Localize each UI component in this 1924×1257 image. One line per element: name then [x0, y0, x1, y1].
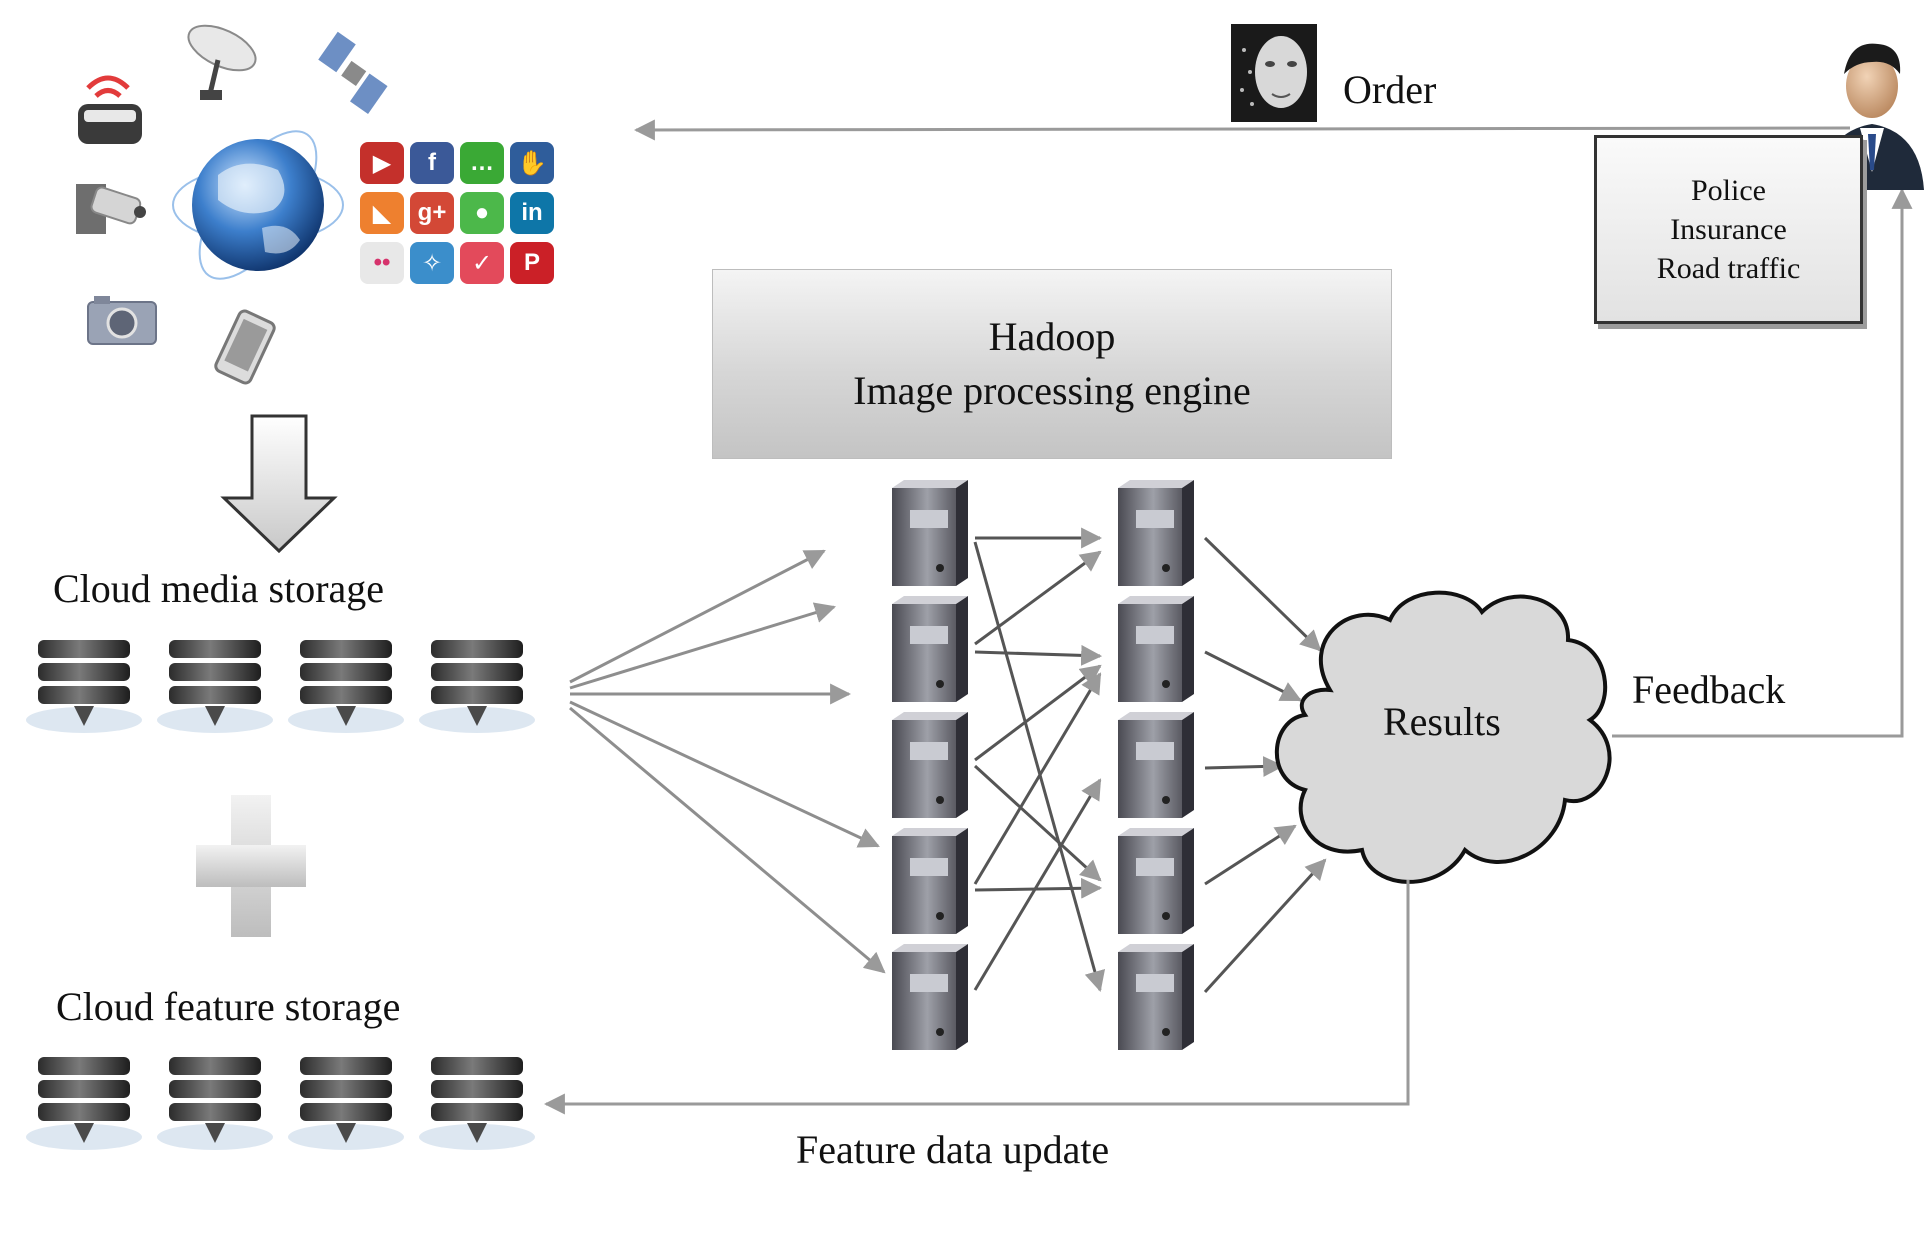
satellite-icon [318, 31, 388, 114]
server-icon [892, 712, 968, 818]
feedback-arrow [1612, 187, 1913, 738]
agency-police: Police [1691, 174, 1766, 207]
order-arrow [633, 119, 1851, 141]
database-icon [288, 640, 404, 733]
fan-out-arrows [569, 549, 886, 974]
router-icon [78, 75, 142, 144]
messenger-icon: ● [460, 192, 504, 234]
cloud-feature-storage-label: Cloud feature storage [56, 984, 401, 1029]
database-icon [26, 640, 142, 733]
results-label: Results [1383, 699, 1501, 744]
globe-icon [172, 130, 344, 280]
facebook-icon: f [410, 142, 454, 184]
social-media-tile-grid: ▶ f … ✋ ◣ g+ ● in •• ✧ ✓ P [360, 142, 556, 288]
feature-storage-icon-group [26, 1057, 535, 1150]
myspace-icon: ✋ [510, 142, 554, 184]
smartphone-icon [214, 309, 276, 385]
feature-data-update-arrow [543, 880, 1410, 1115]
agency-insurance: Insurance [1670, 213, 1787, 246]
youtube-icon: ▶ [360, 142, 404, 184]
database-icon [288, 1057, 404, 1150]
twitter-icon: ✧ [410, 242, 454, 284]
server-icon [1118, 596, 1194, 702]
cloud-media-storage-label: Cloud media storage [53, 566, 385, 611]
database-icon [157, 640, 273, 733]
feedback-label: Feedback [1632, 667, 1786, 712]
server-icon [892, 828, 968, 934]
hadoop-subtitle: Image processing engine [853, 368, 1251, 413]
server-icon [892, 596, 968, 702]
hadoop-engine-box: Hadoop Image processing engine [712, 269, 1392, 459]
agency-box: Police Insurance Road traffic [1594, 135, 1863, 324]
order-label: Order [1343, 67, 1437, 112]
camera-icon [87, 296, 157, 345]
agency-road-traffic: Road traffic [1656, 252, 1801, 285]
rss-icon: ◣ [360, 192, 404, 234]
database-icon [419, 1057, 535, 1150]
results-arrows [1203, 536, 1327, 994]
mapreduce-arrows [973, 527, 1106, 993]
server-icon [892, 944, 968, 1050]
results-cloud [1274, 590, 1612, 884]
server-icon [892, 480, 968, 586]
pocket-icon: ✓ [460, 242, 504, 284]
pinterest-icon: P [510, 242, 554, 284]
media-storage-icon-group [26, 640, 535, 733]
cctv-camera-icon [76, 184, 146, 234]
chat-icon: … [460, 142, 504, 184]
face-recognition-icon [1231, 24, 1317, 122]
server-icon [1118, 712, 1194, 818]
down-arrow-icon [220, 414, 338, 554]
google-plus-icon: g+ [410, 192, 454, 234]
hadoop-title: Hadoop [988, 314, 1116, 359]
linkedin-icon: in [510, 192, 554, 234]
feature-data-update-label: Feature data update [796, 1127, 1110, 1172]
server-column-a [892, 480, 968, 1050]
satellite-dish-icon [187, 24, 257, 100]
server-icon [1118, 480, 1194, 586]
flickr-icon: •• [360, 242, 404, 284]
server-icon [1118, 828, 1194, 934]
database-icon [419, 640, 535, 733]
server-icon [1118, 944, 1194, 1050]
plus-icon [196, 795, 306, 937]
server-column-b [1118, 480, 1194, 1050]
database-icon [26, 1057, 142, 1150]
database-icon [157, 1057, 273, 1150]
